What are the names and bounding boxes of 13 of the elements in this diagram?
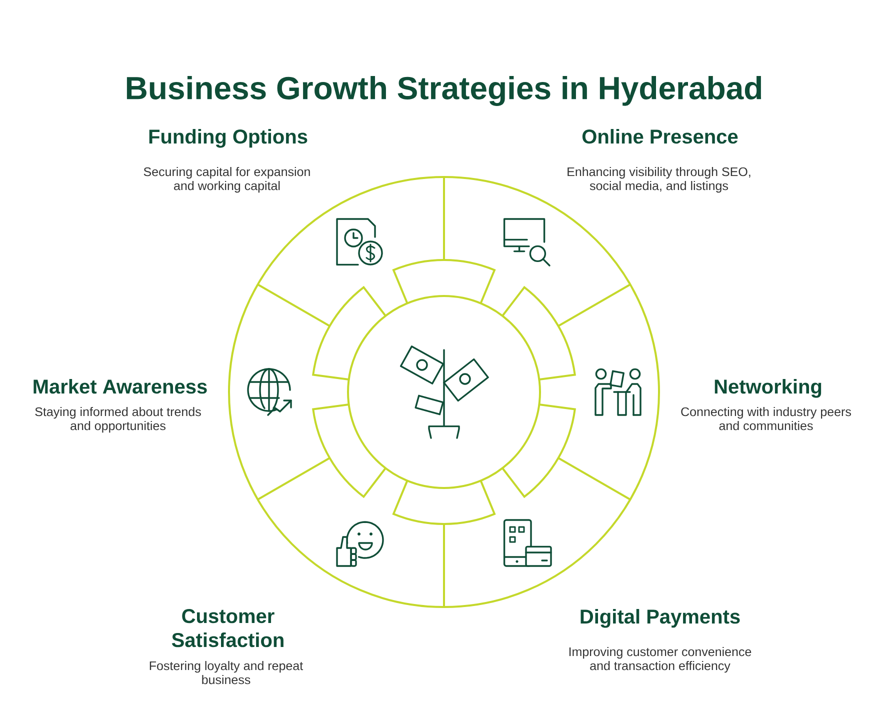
description: Staying informed about trends and opportunities	[35, 407, 201, 433]
heading: Networking	[714, 379, 822, 398]
description: Enhancing visibility through SEO, social media, and listings	[568, 166, 750, 193]
description: Connecting with industry peers and communities	[681, 407, 851, 430]
description: Improving customer convenience and transaction efficiency	[569, 647, 752, 673]
heading: Market Awareness	[34, 379, 207, 394]
title: Business Growth Strategies in Hyderabad	[126, 76, 762, 106]
heading: Digital Payments	[580, 609, 740, 628]
heading: Funding Options	[149, 129, 308, 148]
heading: Customer Satisfaction	[172, 609, 284, 648]
description: Fostering loyalty and repeat business	[150, 661, 304, 684]
heading: Online Presence	[582, 129, 738, 144]
description: Securing capital for expansion and working capital	[144, 166, 310, 193]
